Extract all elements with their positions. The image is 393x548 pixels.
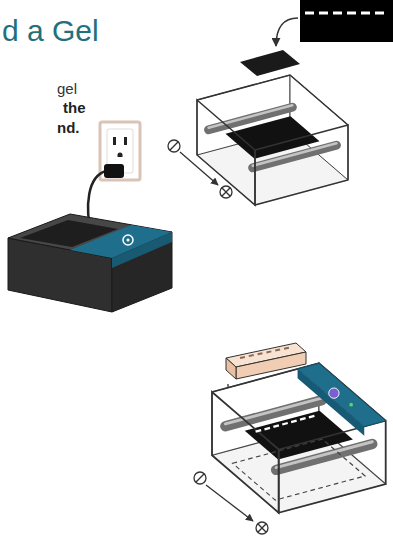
negative-symbol <box>168 140 180 152</box>
page-title: d a Gel <box>2 14 99 49</box>
status-light <box>349 403 353 407</box>
gel-box <box>197 75 348 205</box>
gel-slab <box>240 50 300 76</box>
symbol-slash <box>170 142 178 150</box>
power-button <box>123 235 133 245</box>
curved-arrow <box>276 18 298 46</box>
symbol-cross <box>222 188 230 196</box>
outlet-slot <box>113 137 116 145</box>
tray-comb-wells <box>240 347 292 358</box>
instruction-text: gel <box>57 80 77 97</box>
blue-panel-side <box>112 232 172 268</box>
wall-outlet <box>100 122 140 180</box>
negative-symbol <box>194 472 206 484</box>
power-plug <box>104 164 124 178</box>
positive-symbol <box>256 522 268 534</box>
symbol-circle <box>194 472 206 484</box>
blue-lid <box>298 363 386 426</box>
instruction-text: nd. <box>57 119 80 136</box>
instruction-text: the <box>63 99 86 116</box>
symbol-slash <box>196 474 204 482</box>
direction-arrow <box>206 485 253 521</box>
gel-wells <box>256 415 318 432</box>
positive-symbol <box>220 186 232 198</box>
power-button-dot <box>127 239 130 242</box>
gel-tray-end <box>226 358 236 379</box>
symbol-cross <box>258 524 266 532</box>
outlet-slot <box>124 137 127 145</box>
symbol-circle <box>256 522 268 534</box>
direction-arrow <box>180 152 218 185</box>
gel-wells <box>305 12 389 15</box>
outlet-ground <box>118 153 123 158</box>
gel-box-group <box>212 363 386 513</box>
symbol-circle <box>168 140 180 152</box>
symbol-cross <box>258 524 266 532</box>
symbol-cross <box>222 188 230 196</box>
symbol-circle <box>220 186 232 198</box>
gel-box <box>212 363 386 513</box>
blue-lid-front <box>298 369 365 436</box>
tray-outline <box>233 439 365 500</box>
run-button <box>329 388 339 398</box>
gel-photo <box>300 0 393 42</box>
